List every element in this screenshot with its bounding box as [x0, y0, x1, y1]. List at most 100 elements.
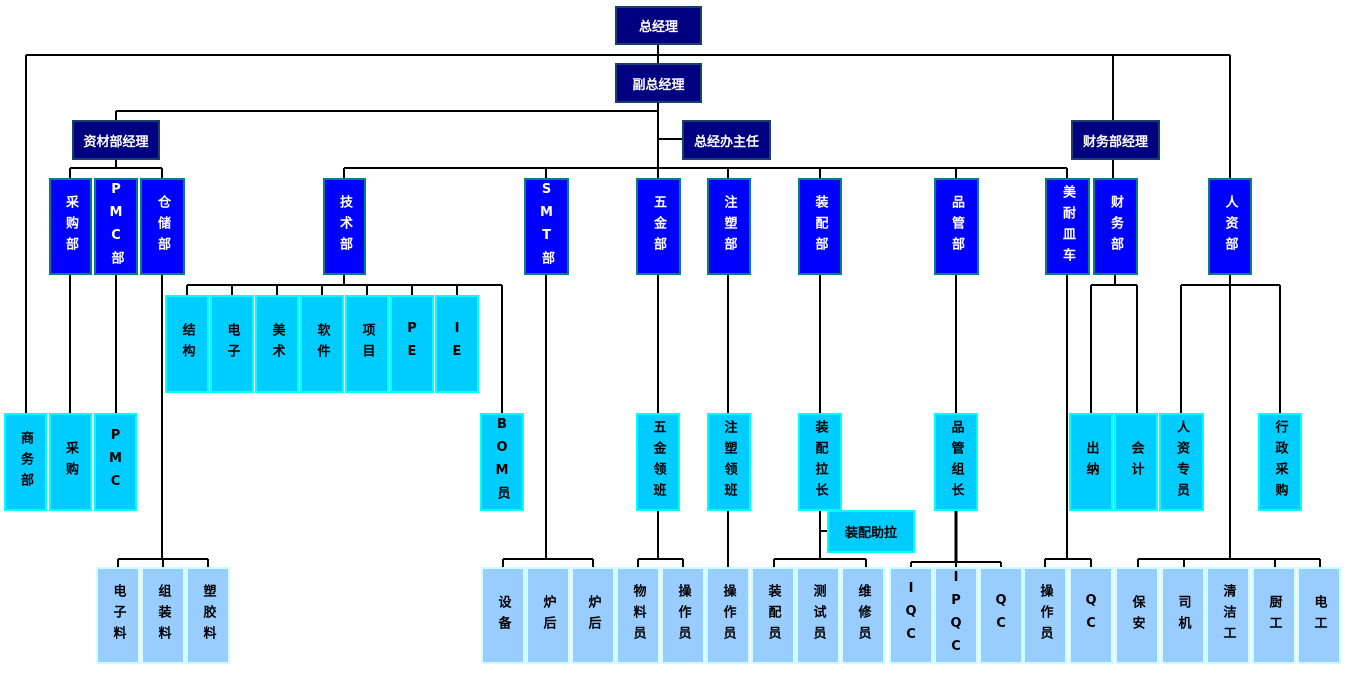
unit-admin-purchasing[interactable]: 行政采购 — [1258, 413, 1302, 511]
dept-smt[interactable]: SMT部 — [524, 178, 569, 275]
node-label: 电工 — [1311, 594, 1327, 637]
dept-pmc[interactable]: PMC部 — [94, 178, 138, 275]
dept-injection[interactable]: 注塑部 — [707, 178, 751, 275]
staff-driver[interactable]: 司机 — [1161, 567, 1205, 664]
staff-operator-melamine[interactable]: 操作员 — [1023, 567, 1067, 664]
node-label: 炉后 — [540, 594, 556, 637]
node-label: 设备 — [495, 594, 511, 637]
staff-assembler[interactable]: 装配员 — [751, 567, 795, 664]
dept-purchasing[interactable]: 采购部 — [49, 178, 92, 275]
node-label: 操作员 — [1037, 584, 1053, 647]
tech-unit-electronics[interactable]: 电子 — [210, 295, 254, 393]
staff-maintenance[interactable]: 维修员 — [841, 567, 885, 664]
tech-unit-pe[interactable]: PE — [390, 295, 434, 393]
staff-qc-quality[interactable]: QC — [979, 567, 1023, 664]
staff-operator-hardware[interactable]: 操作员 — [661, 567, 705, 664]
node-label: 炉后 — [585, 594, 601, 637]
staff-operator-injection[interactable]: 操作员 — [706, 567, 750, 664]
node-label: 注塑部 — [721, 195, 737, 258]
node-label: 采购 — [63, 441, 78, 483]
node-label: 财务部 — [1108, 195, 1123, 258]
node-deputy-general-manager[interactable]: 副总经理 — [615, 63, 702, 103]
tech-unit-art[interactable]: 美术 — [255, 295, 299, 393]
node-label: 软件 — [314, 323, 330, 365]
unit-assistant-line-leader[interactable]: 装配助拉 — [827, 510, 915, 553]
node-label: 组装料 — [155, 584, 171, 647]
node-label: 项目 — [359, 323, 375, 365]
node-label: 塑胶料 — [200, 584, 216, 647]
tech-unit-project[interactable]: 项目 — [345, 295, 389, 393]
node-label: 维修员 — [855, 584, 871, 647]
node-label: QC — [993, 592, 1009, 639]
unit-assembly-line-leader[interactable]: 装配拉长 — [798, 413, 842, 511]
tech-unit-structure[interactable]: 结构 — [165, 295, 209, 393]
unit-hr-specialist[interactable]: 人资专员 — [1159, 413, 1204, 511]
dept-melamine-workshop[interactable]: 美耐皿车 — [1045, 178, 1090, 275]
staff-plastic-materials[interactable]: 塑胶料 — [186, 567, 230, 664]
staff-qc-melamine[interactable]: QC — [1069, 567, 1113, 664]
unit-business[interactable]: 商务部 — [4, 413, 47, 511]
staff-security[interactable]: 保安 — [1115, 567, 1159, 664]
node-label: BOM员 — [494, 417, 510, 507]
unit-injection-leader[interactable]: 注塑领班 — [707, 413, 751, 511]
dept-hr[interactable]: 人资部 — [1208, 178, 1252, 275]
node-label: 行政采购 — [1272, 420, 1288, 504]
node-label: 电子料 — [110, 584, 126, 647]
dept-quality[interactable]: 品管部 — [934, 178, 979, 275]
node-label: 财务部经理 — [1082, 134, 1148, 150]
node-label: 总经理 — [638, 20, 678, 35]
node-label: 美术 — [269, 323, 285, 365]
staff-equipment[interactable]: 设备 — [481, 567, 525, 664]
dept-technology[interactable]: 技术部 — [323, 178, 366, 275]
node-label: 仓储部 — [155, 195, 170, 258]
node-label: 保安 — [1129, 594, 1145, 637]
staff-assembly-materials[interactable]: 组装料 — [141, 567, 185, 664]
dept-warehouse[interactable]: 仓储部 — [140, 178, 185, 275]
node-label: 操作员 — [675, 584, 691, 647]
unit-pmc[interactable]: PMC — [94, 413, 137, 511]
node-label: 厨工 — [1266, 594, 1282, 637]
staff-electronic-materials[interactable]: 电子料 — [96, 567, 140, 664]
staff-post-reflow-1[interactable]: 炉后 — [526, 567, 570, 664]
staff-electrician[interactable]: 电工 — [1297, 567, 1341, 664]
node-label: PMC部 — [108, 181, 124, 272]
staff-ipqc[interactable]: IPQC — [934, 567, 978, 664]
node-label: 装配部 — [812, 195, 828, 258]
node-label: 注塑领班 — [721, 420, 737, 504]
node-materials-manager[interactable]: 资材部经理 — [72, 120, 160, 160]
node-general-manager[interactable]: 总经理 — [615, 6, 702, 45]
unit-purchasing[interactable]: 采购 — [49, 413, 92, 511]
node-label: IPQC — [948, 569, 964, 662]
staff-cook[interactable]: 厨工 — [1252, 567, 1296, 664]
tech-unit-ie[interactable]: IE — [435, 295, 479, 393]
node-label: 司机 — [1175, 594, 1191, 637]
node-label: 品管部 — [949, 195, 964, 258]
tech-unit-software[interactable]: 软件 — [300, 295, 344, 393]
staff-cleaner[interactable]: 清洁工 — [1206, 567, 1250, 664]
node-label: 电子 — [224, 323, 240, 365]
staff-post-reflow-2[interactable]: 炉后 — [571, 567, 615, 664]
node-label: IQC — [903, 581, 919, 650]
unit-qc-leader[interactable]: 品管组长 — [934, 413, 978, 511]
dept-finance[interactable]: 财务部 — [1093, 178, 1138, 275]
node-label: 总经办主任 — [693, 134, 759, 150]
node-label: 资材部经理 — [83, 134, 149, 150]
dept-hardware[interactable]: 五金部 — [636, 178, 681, 275]
unit-hardware-leader[interactable]: 五金领班 — [636, 413, 680, 511]
node-label: 装配员 — [765, 584, 781, 647]
staff-iqc[interactable]: IQC — [889, 567, 933, 664]
unit-accounting[interactable]: 会计 — [1114, 413, 1158, 511]
node-office-director[interactable]: 总经办主任 — [682, 120, 771, 160]
unit-cashier[interactable]: 出纳 — [1069, 413, 1113, 511]
node-label: 会计 — [1128, 441, 1144, 483]
node-label: 操作员 — [720, 584, 736, 647]
unit-bom-clerk[interactable]: BOM员 — [480, 413, 524, 511]
staff-tester[interactable]: 测试员 — [796, 567, 840, 664]
node-label: 装配助拉 — [844, 526, 897, 541]
node-finance-manager[interactable]: 财务部经理 — [1071, 120, 1160, 160]
node-label: IE — [449, 321, 465, 367]
dept-assembly[interactable]: 装配部 — [798, 178, 842, 275]
staff-material-clerk[interactable]: 物料员 — [616, 567, 660, 664]
node-label: 出纳 — [1083, 441, 1099, 483]
